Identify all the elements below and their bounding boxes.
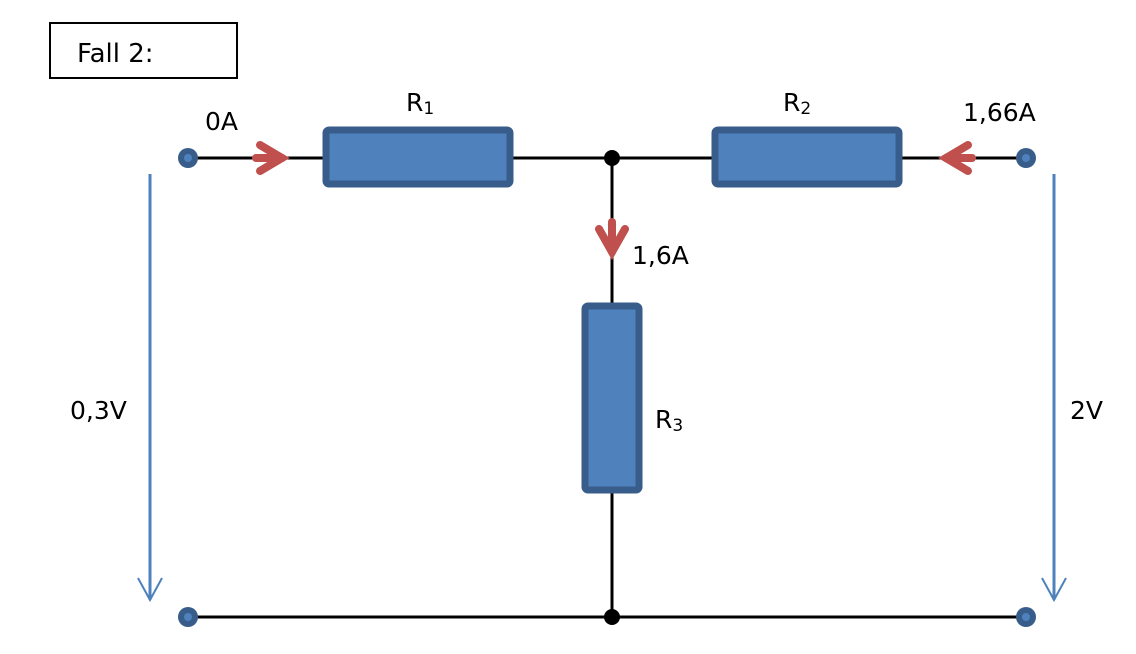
resistor-letter: R [783,88,801,117]
resistor-r2 [711,126,903,188]
resistor-letter: R [406,88,424,117]
case-title: Fall 2: [77,39,154,69]
junction-node-top [604,150,620,166]
current-label-right: 1,66A [963,98,1036,127]
current-arrow-right-icon [938,141,976,175]
current-label-left: 0A [205,107,239,136]
junction-node-bottom [604,609,620,625]
resistor-r3 [581,302,643,494]
resistor-index: 3 [672,416,684,436]
current-label-branch: 1,6A [632,241,689,270]
voltage-arrow-right-icon [1041,174,1067,603]
resistor-label-r3: R3 [655,407,683,435]
resistor-label-r2: R2 [783,90,811,118]
terminal-bottom-right [1016,607,1036,627]
terminal-bottom-left [178,607,198,627]
current-arrow-branch-icon [595,218,629,261]
resistor-label-r1: R1 [406,90,434,118]
terminal-top-left [178,148,198,168]
voltage-label-right: 2V [1070,396,1104,425]
current-arrow-left-icon [252,141,290,175]
voltage-label-left: 0,3V [70,396,127,425]
terminal-top-right [1016,148,1036,168]
resistor-index: 2 [800,99,812,119]
resistor-index: 1 [423,99,435,119]
voltage-arrow-left-icon [137,174,163,603]
resistor-letter: R [655,405,673,434]
case-title-box: Fall 2: [49,22,238,79]
terminals [178,148,1036,627]
resistor-r1 [322,126,514,188]
